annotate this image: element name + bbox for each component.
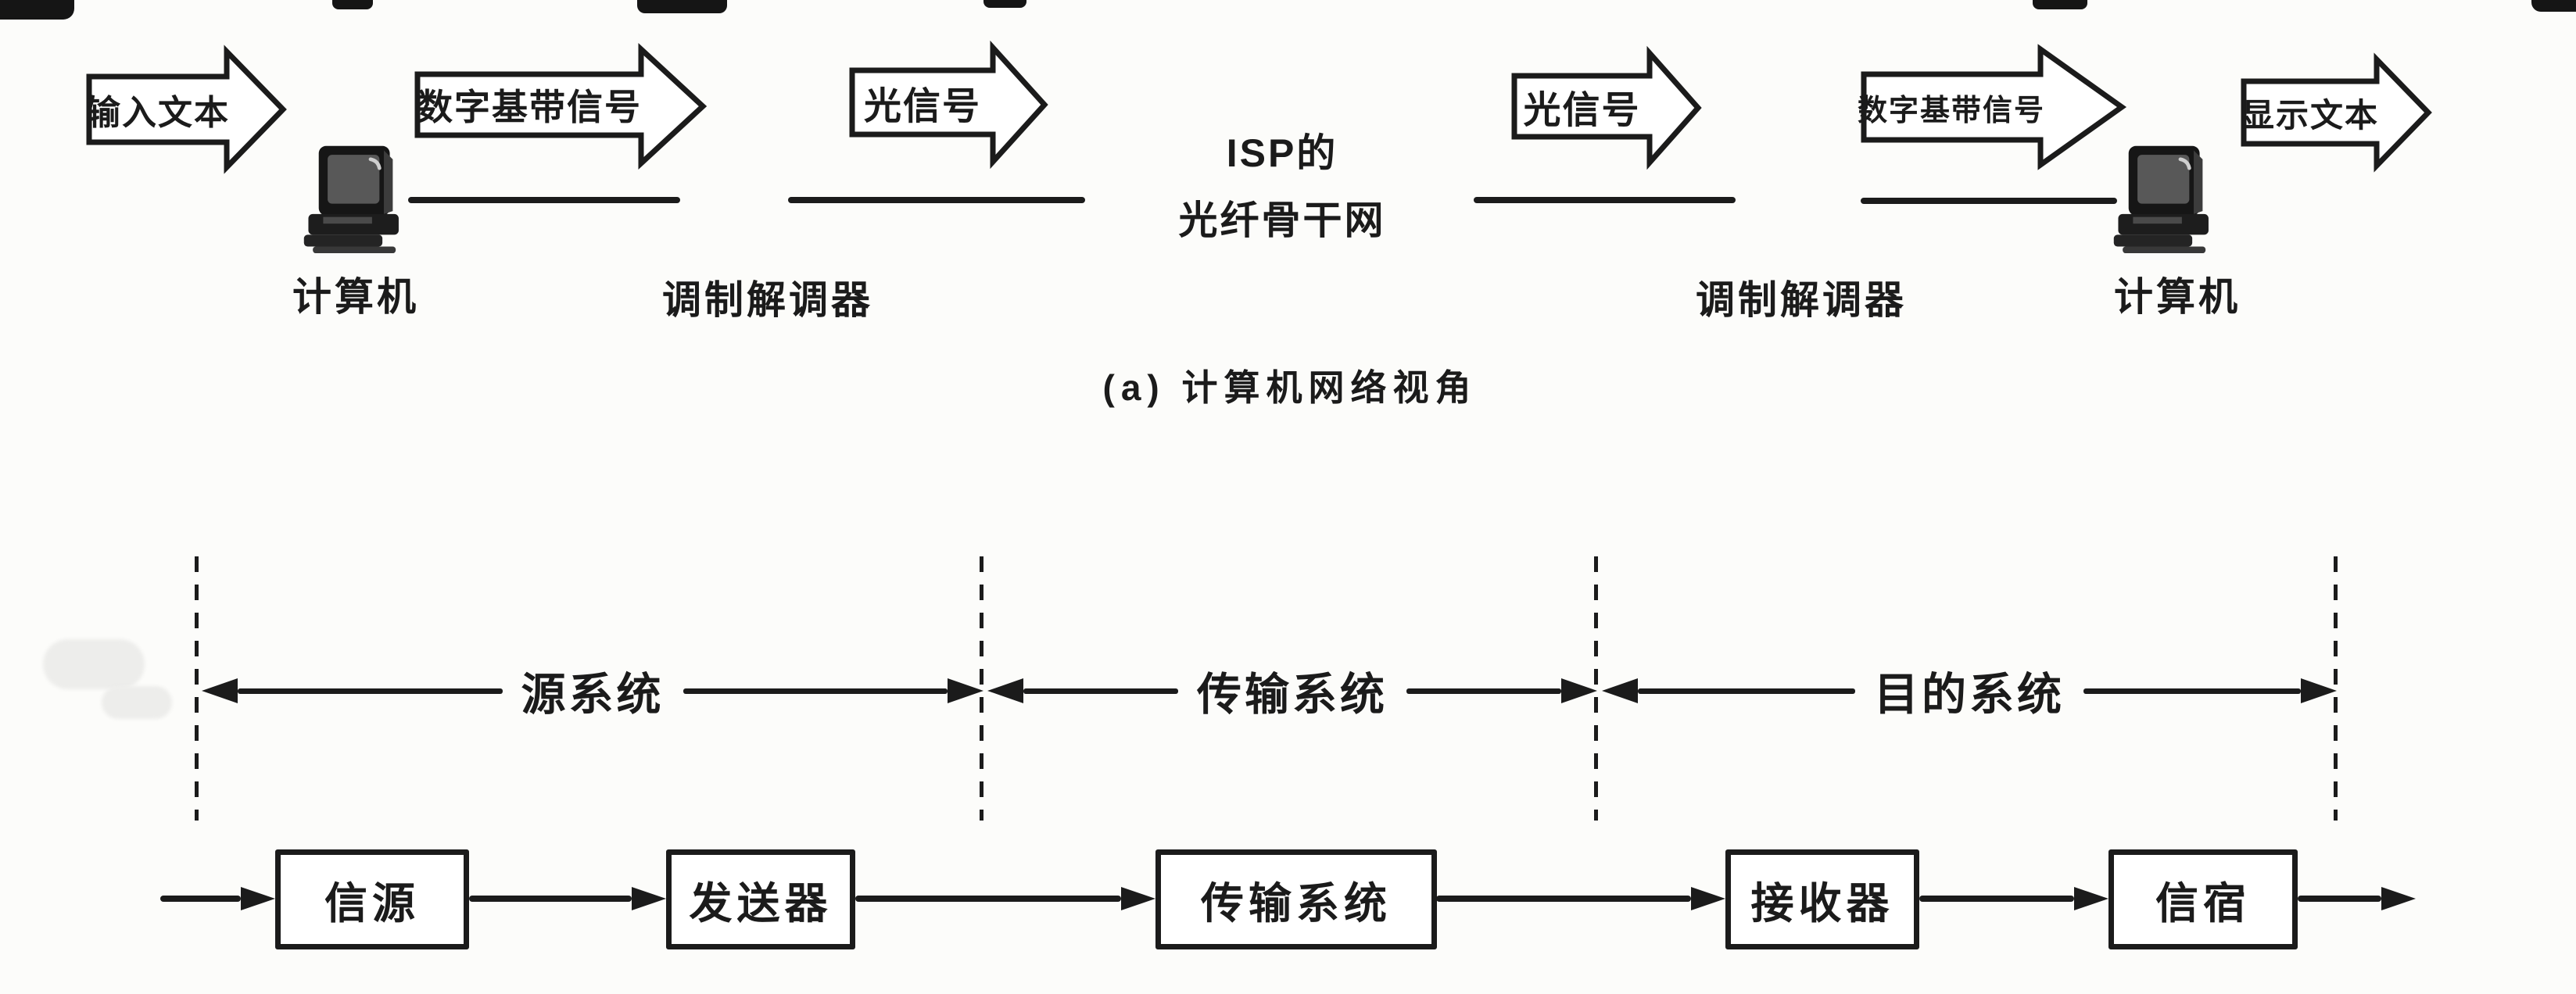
box-transmission-system: 传输系统 [1155, 849, 1437, 949]
display-text-arrow: 显示文本 [2241, 52, 2433, 173]
arrow-label: 光信号 [1523, 90, 1641, 131]
box-destination: 信宿 [2108, 849, 2298, 949]
block-arrow-icon [1861, 44, 2127, 170]
signal-line-modem-to-computer-right [1861, 198, 2117, 204]
section-label: 目的系统 [1874, 670, 2065, 720]
isp-line1: ISP的 [1226, 131, 1338, 175]
computer-icon-left [301, 139, 412, 258]
computer-icon-right [2111, 141, 2222, 256]
span-line [238, 688, 503, 694]
section-label: 传输系统 [1197, 670, 1388, 720]
optical-signal-arrow-left: 光信号 [849, 40, 1049, 170]
figure-caption: (a) 计算机网络视角 [1102, 367, 1478, 408]
arrow-label: 数字基带信号 [417, 87, 642, 127]
isp-backbone-label: ISP的 光纤骨干网 [1134, 131, 1431, 242]
scan-artifact [2531, 0, 2576, 12]
scan-artifact [0, 0, 74, 20]
scan-artifact [637, 0, 727, 13]
source-system-span: 源系统 [202, 659, 983, 723]
block-arrow-icon [414, 43, 708, 170]
span-line [2083, 688, 2301, 694]
span-line [1023, 688, 1178, 694]
span-line [683, 688, 948, 694]
arrow-label: 显示文本 [2241, 96, 2380, 134]
box-transmitter: 发送器 [666, 849, 855, 949]
arrowhead-right-icon [1561, 678, 1597, 703]
input-text-arrow: 输入文本 [86, 45, 288, 174]
block-arrow-icon [1511, 45, 1702, 170]
connector-arrow-receiver-to-destination [1919, 887, 2108, 910]
span-line [1406, 688, 1561, 694]
digital-baseband-arrow-left: 数字基带信号 [414, 43, 708, 170]
box-source: 信源 [275, 849, 469, 949]
scan-artifact [43, 639, 145, 689]
signal-line-modem-to-isp-left [788, 197, 1085, 203]
arrowhead-right-icon [2301, 678, 2337, 703]
arrowhead-left-icon [202, 678, 238, 703]
block-arrow-icon [86, 45, 287, 174]
modem-label-left: 调制解调器 [662, 278, 873, 322]
scan-artifact [983, 0, 1026, 8]
arrowhead-right-icon [948, 678, 983, 703]
transmission-system-span: 传输系统 [987, 659, 1597, 723]
section-label: 源系统 [521, 670, 665, 720]
block-arrow-icon [849, 40, 1048, 170]
block-arrow-icon [2241, 52, 2432, 173]
connector-arrow-transmitter-to-transmission [855, 887, 1155, 910]
scan-artifact [2033, 0, 2087, 9]
arrowhead-left-icon [987, 678, 1023, 703]
scan-artifact [332, 0, 373, 9]
entry-arrow [160, 887, 275, 910]
arrow-label: 输入文本 [86, 94, 230, 132]
arrowhead-left-icon [1602, 678, 1638, 703]
exit-arrow [2298, 887, 2416, 910]
span-line [1638, 688, 1855, 694]
signal-line-computer-to-modem-left [408, 197, 680, 203]
box-receiver: 接收器 [1725, 849, 1919, 949]
arrow-label: 光信号 [863, 86, 981, 127]
connector-arrow-transmission-to-receiver [1436, 887, 1725, 910]
arrow-label: 数字基带信号 [1858, 94, 2046, 127]
isp-line2: 光纤骨干网 [1178, 198, 1386, 242]
dashed-boundary-1 [195, 556, 199, 821]
destination-system-span: 目的系统 [1602, 659, 2337, 723]
connector-arrow-source-to-transmitter [469, 887, 666, 910]
signal-line-isp-to-modem-right [1474, 197, 1736, 203]
computer-label-left: 计算机 [292, 275, 419, 319]
optical-signal-arrow-right: 光信号 [1511, 45, 1703, 170]
scan-artifact [102, 686, 172, 719]
computer-label-right: 计算机 [2114, 275, 2241, 319]
digital-baseband-arrow-right: 数字基带信号 [1858, 44, 2127, 170]
modem-label-right: 调制解调器 [1696, 278, 1907, 322]
